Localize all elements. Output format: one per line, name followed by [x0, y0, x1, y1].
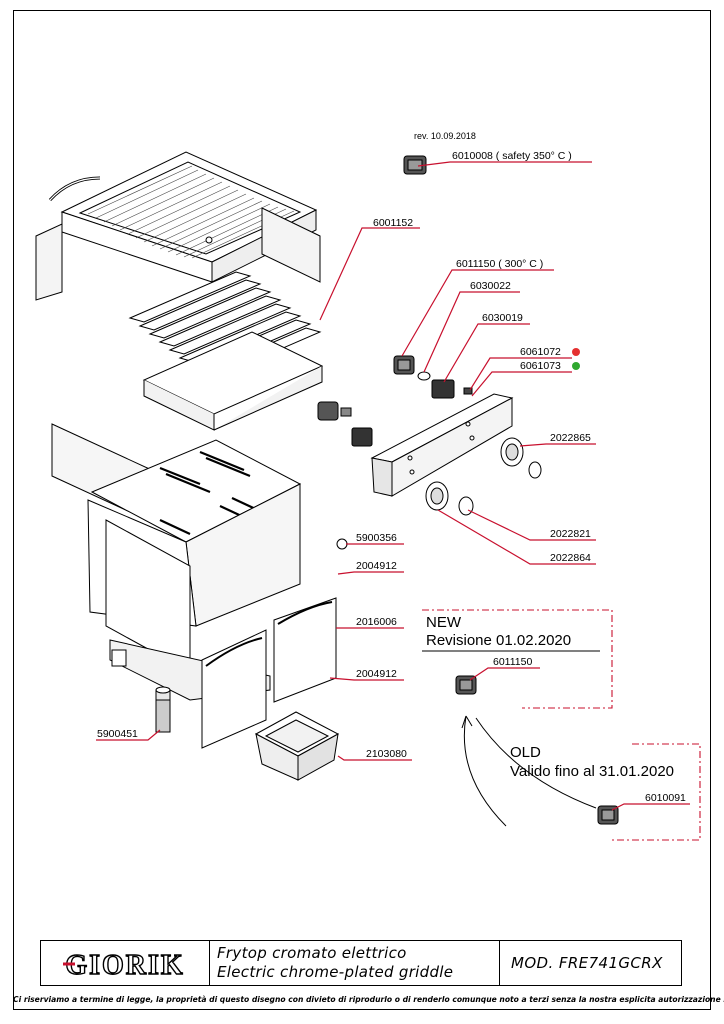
new-box-subtitle: Revisione 01.02.2020 — [426, 632, 572, 649]
old-box-subtitle: Valido fino al 31.01.2020 — [510, 763, 675, 780]
foot-5900451 — [155, 699, 171, 733]
part-label-6010008: 6010008 ( safety 350° C ) — [452, 150, 572, 162]
part-label-6030019: 6030019 — [482, 312, 523, 324]
transition-curves — [461, 715, 597, 827]
part-label-6030022: 6030022 — [470, 280, 511, 292]
grease-drawer — [254, 711, 340, 781]
part-label-2004912-a: 2004912 — [356, 560, 397, 572]
switch-6030019 — [351, 379, 455, 447]
knob-2022865 — [500, 437, 524, 467]
thermostat-old — [597, 805, 619, 825]
part-label-2004912-b: 2004912 — [356, 668, 397, 680]
control-panel — [370, 393, 514, 497]
revision-note: rev. 10.09.2018 — [414, 131, 476, 141]
part-label-2016006: 2016006 — [356, 616, 397, 628]
company-logo: GIORIK — [41, 941, 210, 985]
old-box-outline — [610, 743, 701, 841]
thermostat-left — [317, 401, 352, 421]
grommet-5900356 — [336, 538, 348, 550]
washer-6030022 — [417, 371, 431, 381]
knob-2022864 — [425, 481, 449, 511]
part-label-5900356: 5900356 — [356, 532, 397, 544]
title-description: Frytop cromato elettrico Electric chrome… — [209, 941, 500, 985]
indicator-lamps — [463, 387, 473, 395]
description-italian: Frytop cromato elettrico — [217, 944, 407, 962]
part-label-2022865: 2022865 — [550, 432, 591, 444]
part-label-6010091: 6010091 — [645, 792, 686, 804]
green-indicator-dot — [572, 362, 580, 370]
model-number: MOD. FRE741GCRX — [511, 954, 663, 972]
cabinet-doors — [201, 597, 337, 749]
red-indicator-dot — [572, 348, 580, 356]
new-box-title: NEW — [426, 614, 461, 631]
part-label-6061073: 6061073 — [520, 360, 561, 372]
new-box-outline — [422, 609, 613, 709]
griddle-plate — [35, 151, 321, 301]
part-label-6001152: 6001152 — [373, 217, 414, 229]
knob-cap-small — [528, 461, 542, 479]
part-label-5900451: 5900451 — [97, 728, 138, 740]
description-english: Electric chrome-plated griddle — [217, 963, 454, 981]
thermostat-6011150 — [393, 355, 415, 375]
part-label-2022864: 2022864 — [550, 552, 591, 564]
thermostat-new — [455, 675, 477, 695]
part-label-2022821: 2022821 — [550, 528, 591, 540]
giorik-logo-icon: GIORIK — [47, 949, 203, 982]
title-block: GIORIK Frytop cromato elettrico Electric… — [40, 940, 682, 986]
svg-text:GIORIK: GIORIK — [65, 950, 184, 981]
part-label-6061072: 6061072 — [520, 346, 561, 358]
knob-2022821 — [458, 496, 474, 516]
part-label-6011150-300: 6011150 ( 300° C ) — [456, 258, 544, 270]
cabinet-body — [51, 423, 302, 731]
leader-lines — [96, 161, 690, 811]
part-label-2103080: 2103080 — [366, 748, 407, 760]
old-box-title: OLD — [510, 744, 541, 761]
part-label-6011150-new: 6011150 — [493, 656, 533, 668]
copyright-footer: Ci riserviamo a termine di legge, la pro… — [13, 995, 724, 1004]
model-cell: MOD. FRE741GCRX — [499, 941, 681, 985]
heating-elements — [128, 271, 324, 431]
drawing-frame — [13, 10, 711, 1010]
